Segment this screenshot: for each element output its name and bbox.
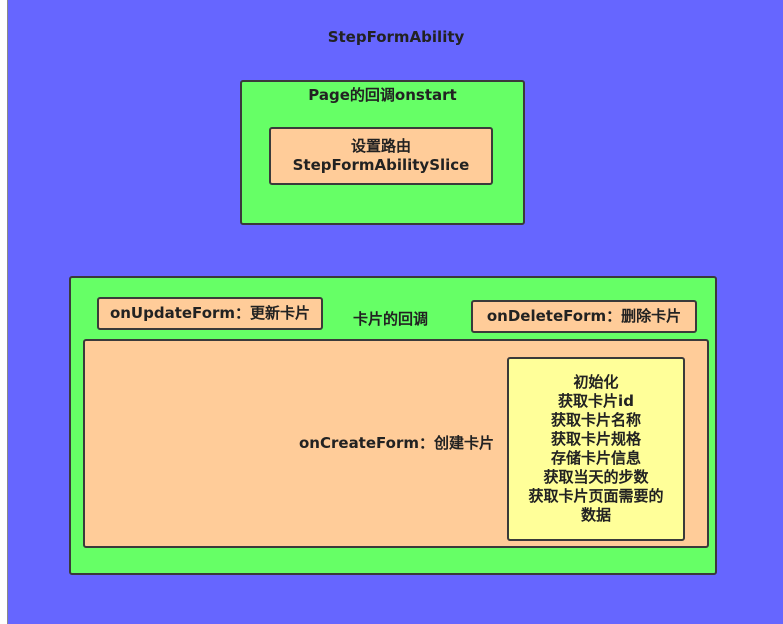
diagram-title: StepFormAbility bbox=[327, 28, 465, 46]
card-callback-container: onUpdateForm：更新卡片 卡片的回调 onDeleteForm：删除卡… bbox=[69, 276, 717, 575]
on-create-form-label: onCreateForm：创建卡片 bbox=[299, 434, 495, 452]
page-callback-container: Page的回调onstart 设置路由 StepFormAbilitySlice bbox=[240, 80, 525, 225]
page-callback-label: Page的回调onstart bbox=[308, 86, 457, 104]
set-route-line1: 设置路由 bbox=[350, 137, 411, 155]
create-step: 获取卡片id bbox=[558, 392, 634, 410]
create-step: 获取卡片名称 bbox=[550, 411, 641, 429]
create-step: 存储卡片信息 bbox=[550, 449, 641, 467]
create-steps-note: 初始化 获取卡片id 获取卡片名称 获取卡片规格 存储卡片信息 获取当天的步数 … bbox=[507, 357, 685, 541]
create-step: 获取卡片规格 bbox=[550, 430, 641, 448]
on-delete-form-node: onDeleteForm：删除卡片 bbox=[471, 300, 697, 333]
on-create-form-node: onCreateForm：创建卡片 初始化 获取卡片id 获取卡片名称 获取卡片… bbox=[83, 339, 709, 548]
diagram-canvas: StepFormAbility Page的回调onstart 设置路由 Step… bbox=[7, 0, 783, 624]
create-step: 数据 bbox=[580, 506, 611, 524]
set-route-node: 设置路由 StepFormAbilitySlice bbox=[269, 127, 493, 185]
create-step: 获取卡片页面需要的 bbox=[528, 487, 664, 505]
on-delete-form-label: onDeleteForm：删除卡片 bbox=[486, 307, 682, 325]
on-update-form-node: onUpdateForm：更新卡片 bbox=[97, 297, 323, 330]
on-update-form-label: onUpdateForm：更新卡片 bbox=[109, 304, 311, 322]
create-step: 初始化 bbox=[573, 373, 619, 391]
create-step: 获取当天的步数 bbox=[543, 468, 649, 486]
card-callback-label: 卡片的回调 bbox=[353, 310, 429, 328]
set-route-line2: StepFormAbilitySlice bbox=[292, 156, 470, 174]
